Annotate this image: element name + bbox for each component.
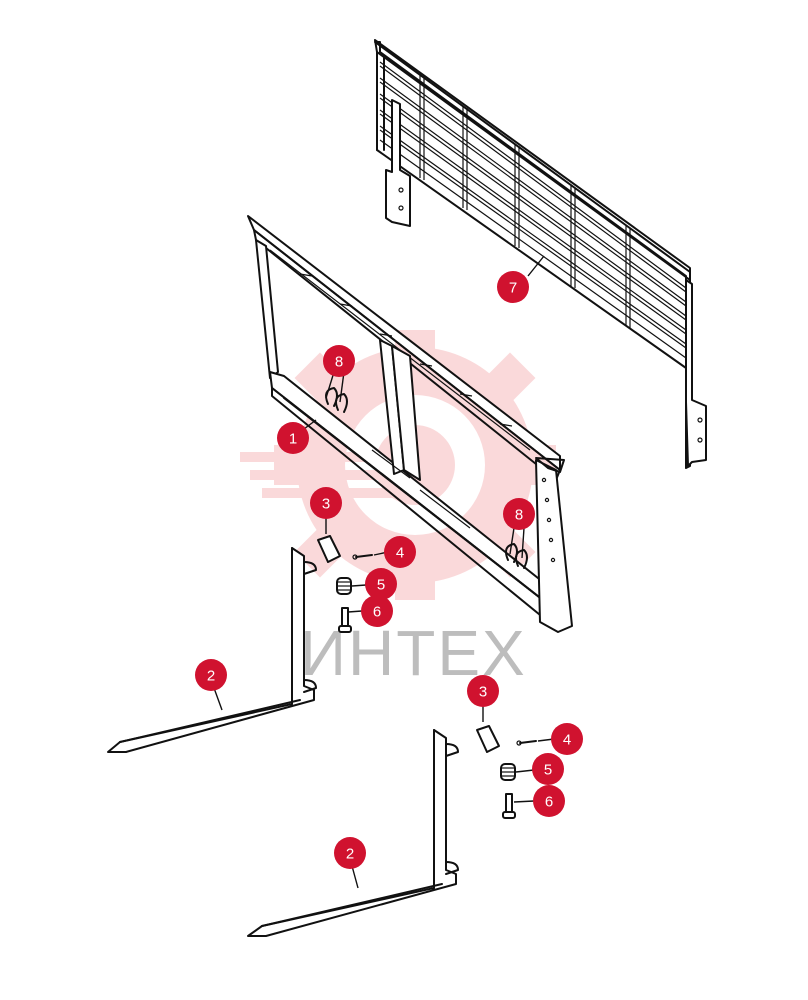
callout-8-left: 8	[323, 345, 355, 377]
callout-7: 7	[497, 271, 529, 303]
pin-4a	[352, 554, 373, 560]
lock-block-3b	[476, 725, 500, 753]
svg-text:3: 3	[479, 684, 487, 701]
callout-5-upper: 5	[365, 568, 397, 600]
callout-5-lower: 5	[532, 753, 564, 785]
carriage-frame	[247, 215, 573, 633]
svg-text:2: 2	[346, 846, 354, 863]
spring-5b	[500, 763, 516, 781]
svg-text:6: 6	[373, 604, 381, 621]
callout-3-upper: 3	[310, 487, 342, 519]
fork-lock-kit-upper	[317, 535, 373, 633]
svg-text:2: 2	[207, 668, 215, 685]
callout-6-lower: 6	[533, 785, 565, 817]
bolt-6a	[338, 607, 352, 633]
lock-block-3a	[317, 535, 341, 563]
pin-4b	[516, 740, 537, 746]
callout-1: 1	[277, 422, 309, 454]
fork-upper	[107, 547, 317, 753]
callout-8-right: 8	[503, 498, 535, 530]
svg-text:7: 7	[509, 280, 517, 297]
fork-lower	[247, 729, 459, 937]
svg-text:8: 8	[515, 507, 523, 524]
callout-2-upper: 2	[195, 659, 227, 691]
callout-2-lower: 2	[334, 837, 366, 869]
backrest-grille	[374, 39, 707, 469]
svg-text:4: 4	[563, 732, 571, 749]
svg-text:1: 1	[289, 431, 297, 448]
fork-lock-kit-lower	[476, 725, 537, 819]
svg-text:5: 5	[377, 577, 385, 594]
callout-4-upper: 4	[384, 536, 416, 568]
bolt-6b	[502, 793, 516, 819]
svg-text:4: 4	[396, 545, 404, 562]
hook-right	[505, 543, 528, 569]
leader-lines	[213, 255, 555, 889]
svg-text:5: 5	[544, 762, 552, 779]
callout-3-lower: 3	[467, 675, 499, 707]
watermark-text: ИНТЕХ	[300, 617, 527, 689]
svg-text:8: 8	[335, 354, 343, 371]
spring-5a	[336, 577, 352, 595]
svg-text:6: 6	[545, 794, 553, 811]
callout-6-upper: 6	[361, 595, 393, 627]
svg-text:3: 3	[322, 496, 330, 513]
callout-4-lower: 4	[551, 723, 583, 755]
